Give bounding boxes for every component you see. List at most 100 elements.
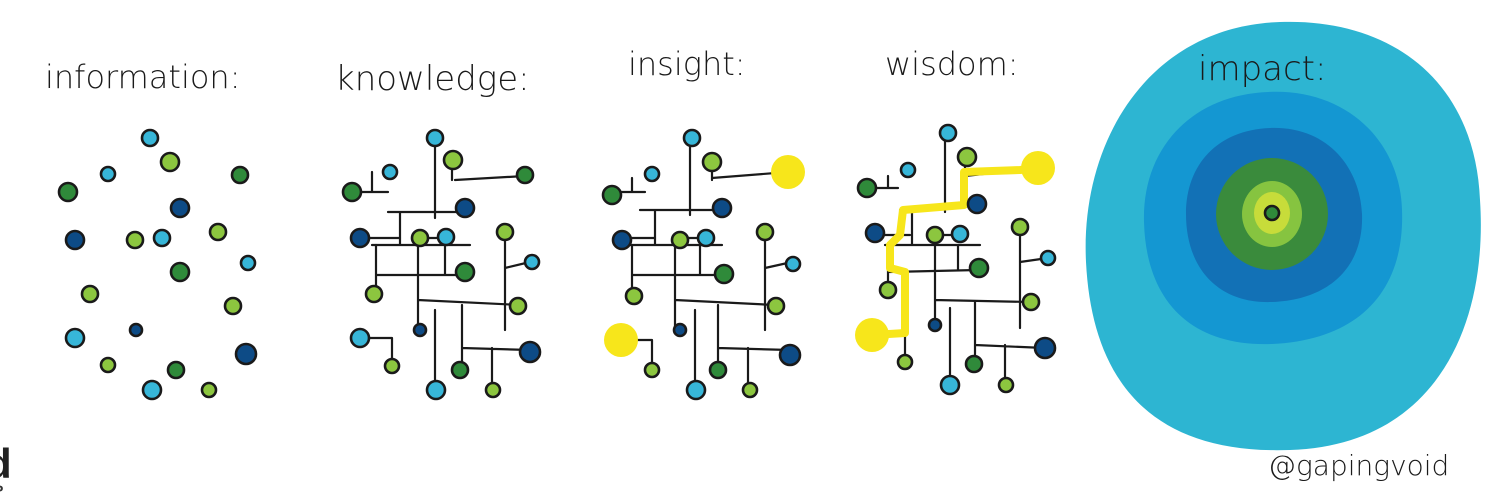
node xyxy=(412,322,428,338)
node xyxy=(708,360,728,380)
node xyxy=(701,151,723,173)
dot xyxy=(169,261,191,283)
connection xyxy=(626,143,724,247)
node xyxy=(964,354,984,374)
dot xyxy=(128,322,144,338)
node xyxy=(381,163,399,181)
connection xyxy=(503,238,532,332)
connection xyxy=(450,158,527,182)
panel-information xyxy=(57,128,258,401)
connection xyxy=(630,243,777,332)
node xyxy=(425,128,445,148)
node xyxy=(495,222,515,242)
dot xyxy=(125,230,145,250)
node xyxy=(938,123,958,143)
node xyxy=(1010,217,1030,237)
node xyxy=(682,128,702,148)
node xyxy=(611,229,633,251)
node xyxy=(755,222,775,242)
node xyxy=(925,225,945,245)
connection xyxy=(693,303,792,390)
node xyxy=(349,227,371,249)
panel-knowledge xyxy=(341,128,542,401)
node xyxy=(643,165,661,183)
label-knowledge: knowledge: xyxy=(335,59,530,99)
node xyxy=(899,161,917,179)
node xyxy=(341,181,363,203)
node xyxy=(454,197,476,219)
dot xyxy=(234,342,258,366)
connection xyxy=(433,303,532,390)
node xyxy=(425,379,447,401)
node xyxy=(1021,292,1041,312)
dot xyxy=(99,165,117,183)
dot xyxy=(230,165,250,185)
dot xyxy=(239,254,257,272)
connection xyxy=(1018,230,1050,330)
node xyxy=(939,374,961,396)
node xyxy=(950,224,970,244)
node xyxy=(442,149,464,171)
dot xyxy=(57,181,79,203)
node xyxy=(927,317,943,333)
panel-insight xyxy=(601,128,805,401)
connection xyxy=(763,238,794,332)
highlight-node xyxy=(855,318,889,352)
node xyxy=(784,255,802,273)
node xyxy=(896,353,914,371)
dot xyxy=(159,151,181,173)
node xyxy=(515,165,535,185)
dot xyxy=(200,381,218,399)
dot xyxy=(99,356,117,374)
panel-impact: impact: xyxy=(1085,21,1481,451)
highlight-node xyxy=(604,323,638,357)
node xyxy=(508,296,528,316)
node xyxy=(1033,336,1057,360)
node xyxy=(966,193,988,215)
node xyxy=(713,263,735,285)
node xyxy=(672,322,688,338)
dot xyxy=(64,327,86,349)
dot xyxy=(64,229,86,251)
node xyxy=(410,228,430,248)
node xyxy=(450,360,470,380)
dot xyxy=(166,360,186,380)
node xyxy=(997,376,1015,394)
node xyxy=(864,222,886,244)
node xyxy=(523,253,541,271)
dot xyxy=(152,228,172,248)
node xyxy=(741,381,759,399)
node xyxy=(364,284,384,304)
node xyxy=(956,146,978,168)
node xyxy=(878,280,898,300)
connection xyxy=(374,243,522,332)
partial-logo-mark: d P xyxy=(0,440,22,500)
connection xyxy=(948,300,1047,387)
node xyxy=(518,340,542,364)
label-insight: insight: xyxy=(628,45,746,83)
node xyxy=(968,257,990,279)
dot xyxy=(141,379,163,401)
label-information: information: xyxy=(45,58,240,96)
node xyxy=(778,343,802,367)
dot xyxy=(140,128,160,148)
node xyxy=(1039,249,1057,267)
label-wisdom: wisdom: xyxy=(885,45,1019,83)
connection xyxy=(886,243,1032,327)
connection xyxy=(370,143,472,247)
wisdom-path xyxy=(868,164,1042,339)
dot xyxy=(223,296,243,316)
dot xyxy=(169,197,191,219)
panel-wisdom xyxy=(855,123,1057,396)
node xyxy=(624,286,644,306)
highlight-node xyxy=(771,155,805,189)
node xyxy=(696,228,716,248)
dot xyxy=(208,222,228,242)
node xyxy=(349,327,371,349)
node xyxy=(454,261,476,283)
node xyxy=(856,177,878,199)
node xyxy=(601,184,623,206)
node xyxy=(685,379,707,401)
node xyxy=(383,357,401,375)
